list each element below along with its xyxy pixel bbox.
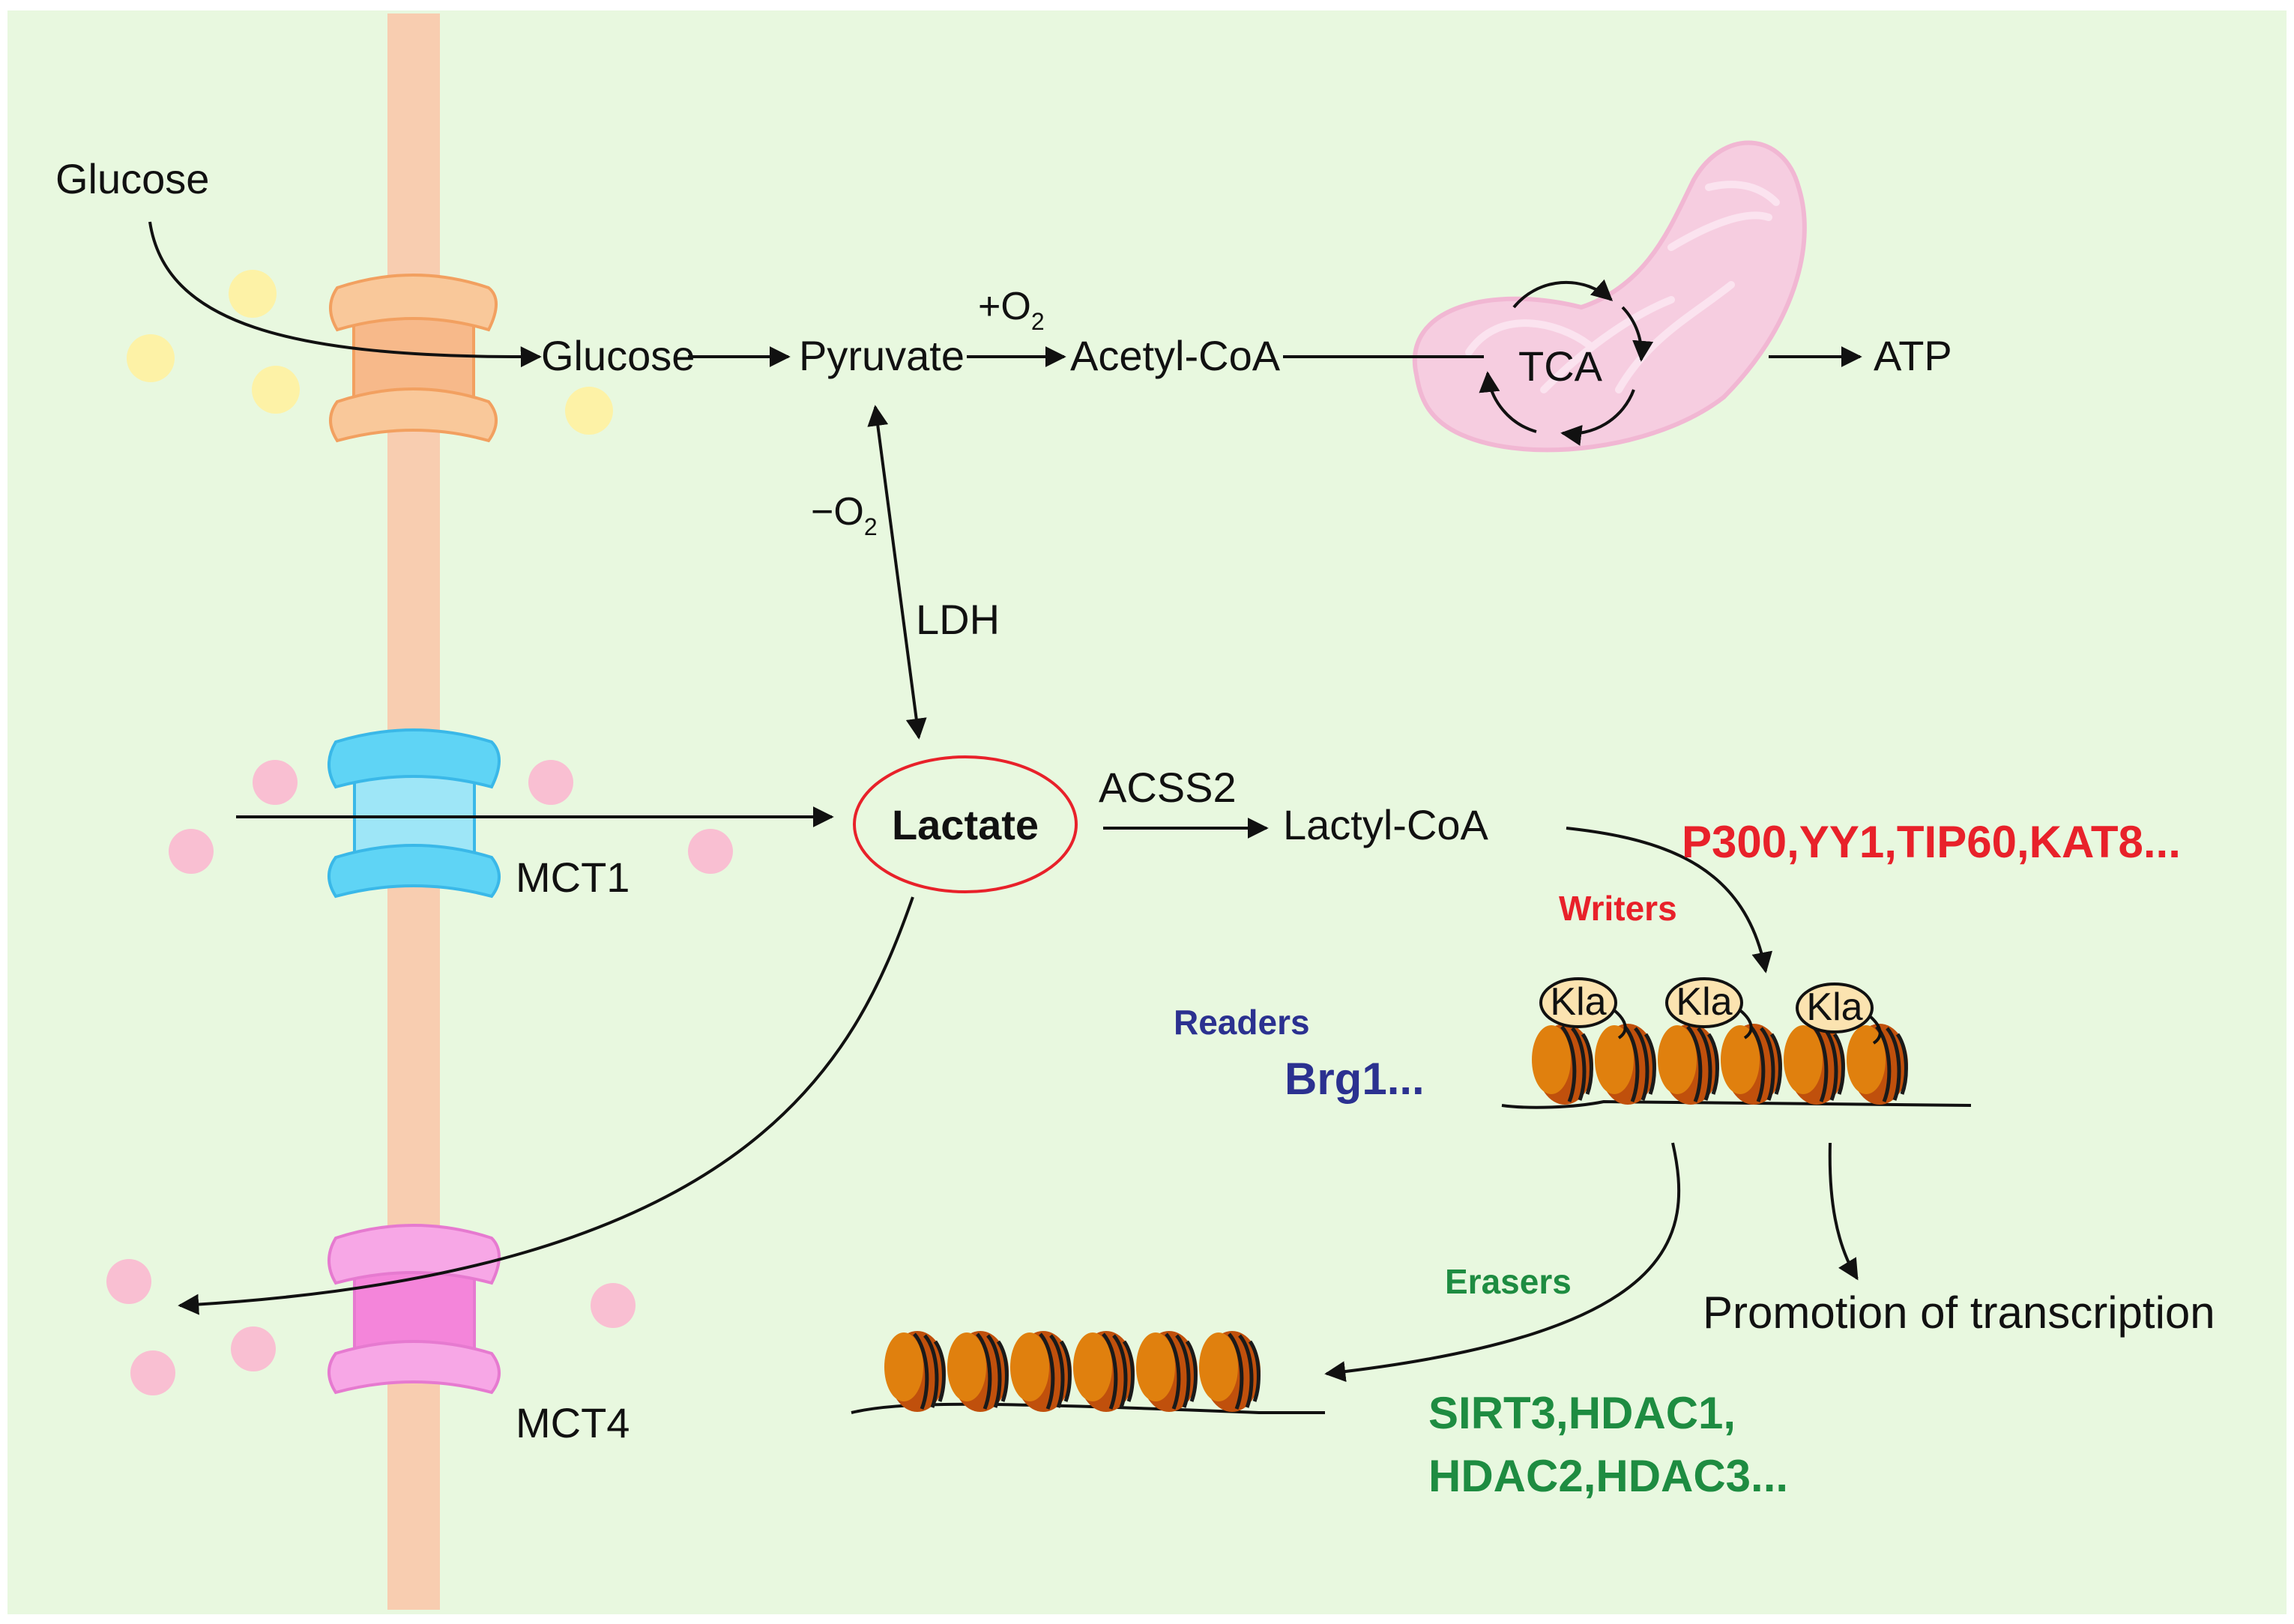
writers-title: Writers (1559, 889, 1677, 928)
lactyl-coa-label: Lactyl-CoA (1283, 801, 1489, 848)
glucose-intracellular-label: Glucose (541, 332, 695, 379)
kla-label-3: Kla (1806, 985, 1862, 1029)
erasers-list-line-1: SIRT3,HDAC1, (1428, 1388, 1736, 1438)
minus-o2-subscript: 2 (864, 513, 878, 540)
kla-label-2: Kla (1676, 980, 1732, 1024)
kla-label-1: Kla (1550, 980, 1606, 1024)
mct4-transporter-icon (328, 1224, 501, 1395)
glucose-transporter-icon (329, 274, 498, 443)
pathway-arrows (148, 221, 1862, 1383)
mct1-transporter-icon (328, 728, 501, 899)
lactate-molecule-dots-mct4 (106, 1259, 636, 1395)
mct1-label: MCT1 (516, 854, 630, 901)
minus-o2-label: −O2 (811, 490, 878, 540)
glucose-extracellular-label: Glucose (55, 155, 209, 202)
pyruvate-label: Pyruvate (799, 332, 965, 379)
minus-o2-text: −O (811, 490, 864, 534)
writers-list: P300,YY1,TIP60,KAT8... (1682, 817, 2181, 867)
kla-mark-1: Kla (1539, 977, 1627, 1039)
mct4-label: MCT4 (516, 1399, 630, 1446)
plus-o2-text: +O (978, 285, 1031, 328)
lactate-molecule-dots-mct1 (169, 760, 733, 874)
readers-title: Readers (1174, 1003, 1310, 1042)
promotion-of-transcription-label: Promotion of transcription (1703, 1288, 2215, 1338)
atp-label: ATP (1874, 332, 1952, 379)
acetyl-coa-label: Acetyl-CoA (1070, 332, 1281, 379)
plus-o2-subscript: 2 (1031, 308, 1045, 335)
tca-cycle-arrows (1479, 279, 1654, 446)
dna-strand-lactylated (1501, 1099, 1972, 1109)
lactate-label: Lactate (892, 801, 1039, 848)
erasers-list-line-2: HDAC2,HDAC3... (1428, 1451, 1788, 1501)
erasers-title: Erasers (1445, 1262, 1572, 1301)
kla-mark-3: Kla (1796, 982, 1882, 1045)
lactate-highlight-ellipse (853, 755, 1078, 893)
glucose-molecule-dots (127, 270, 613, 435)
kla-mark-2: Kla (1665, 977, 1753, 1039)
ldh-label: LDH (916, 596, 1000, 643)
acss2-label: ACSS2 (1099, 764, 1237, 811)
readers-list: Brg1... (1285, 1054, 1425, 1104)
plus-o2-label: +O2 (978, 285, 1045, 335)
tca-label: TCA (1518, 342, 1603, 390)
